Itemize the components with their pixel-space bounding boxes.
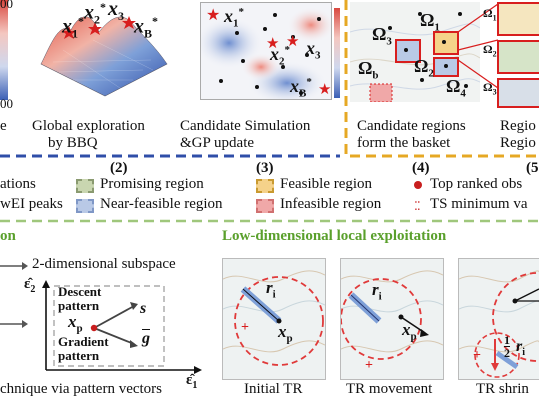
legend-number-4: (4) bbox=[412, 160, 430, 176]
left-section-title-fragment: on bbox=[0, 228, 16, 244]
local-exploitation-title: Low-dimensional local exploitation bbox=[222, 228, 447, 244]
candidate-label-x1: x1* bbox=[224, 6, 244, 30]
legend-label-near-feasible: Near-feasible region bbox=[100, 196, 223, 212]
axis-label-e1: ε̂1 bbox=[186, 372, 198, 391]
tr-shrink-fraction: 1 2 bbox=[504, 333, 510, 360]
surface-label-x3: x3 bbox=[108, 0, 124, 23]
tr-shrink-panel: + bbox=[458, 258, 539, 380]
subspace-label: 2-dimensional subspace bbox=[32, 256, 176, 272]
descent-pattern-line2: pattern bbox=[58, 298, 100, 313]
tr-shrink-caption: TR shrin bbox=[476, 381, 529, 397]
legend-number-3: (3) bbox=[256, 160, 274, 176]
svg-text:+: + bbox=[473, 348, 481, 363]
tr-movement-panel: + bbox=[340, 258, 444, 380]
zoom-label-omega2: Ω2 bbox=[483, 42, 497, 59]
panel3-caption-line2: form the basket bbox=[357, 135, 451, 151]
subspace-arrow bbox=[0, 262, 28, 270]
legend-icon-ts-minimum: ⁚⁚ bbox=[414, 199, 421, 213]
zoom-label-omega1: Ω1 bbox=[483, 6, 497, 23]
legend-separator bbox=[0, 219, 539, 223]
legend-number-5: (5 bbox=[526, 160, 539, 176]
axis-label-e2: ε̂2 bbox=[24, 276, 36, 295]
panel2-caption-line1: Candidate Simulation bbox=[180, 118, 311, 134]
legend-label-feasible: Feasible region bbox=[280, 176, 373, 192]
legend-number-2: (2) bbox=[110, 160, 128, 176]
tr-movement-radius-label: ri bbox=[372, 280, 382, 303]
legend-fragment-row1: ations bbox=[0, 176, 36, 192]
legend-swatch-near-feasible bbox=[76, 199, 94, 213]
region-label-omega2: Ω2 bbox=[414, 56, 434, 80]
candidate-star-xb: ★ bbox=[318, 82, 332, 98]
region-label-omega3: Ω3 bbox=[372, 24, 392, 48]
candidate-star-x1: ★ bbox=[206, 7, 221, 24]
gradient-pattern-line2: pattern bbox=[58, 348, 100, 363]
zoom-region-3 bbox=[497, 78, 539, 108]
left-colorbar-bottom-tick: 00 bbox=[0, 96, 13, 111]
legend-label-promising: Promising region bbox=[100, 176, 204, 192]
panel1-caption-line1: Global exploration bbox=[32, 118, 145, 134]
candidate-label-xb: xB* bbox=[290, 76, 312, 100]
candidate-star-x3: ★ bbox=[286, 34, 300, 50]
zoom-label-omega3: Ω3 bbox=[483, 80, 497, 97]
left-caption-fragment: e bbox=[0, 118, 7, 134]
svg-text:+: + bbox=[241, 320, 249, 335]
candidate-label-x3: x3 bbox=[306, 38, 321, 62]
tr-shrink-radius-label: ri bbox=[516, 338, 526, 359]
pattern-arrow bbox=[0, 320, 28, 328]
surface-label-x2: x2* bbox=[84, 0, 106, 27]
region-label-omega4: Ω4 bbox=[446, 76, 466, 100]
tr-initial-caption: Initial TR bbox=[244, 381, 303, 397]
panel3-caption-line1: Candidate regions bbox=[357, 118, 466, 134]
svg-text:+: + bbox=[365, 358, 373, 373]
legend-fragment-row2: wEI peaks bbox=[0, 196, 63, 212]
zoom-region-1 bbox=[497, 2, 539, 36]
legend-dot-top-ranked bbox=[414, 181, 422, 189]
panel2-caption-line2: &GP update bbox=[180, 135, 255, 151]
gradient-pattern-line1: Gradient bbox=[58, 334, 109, 349]
surface-label-xb: xB* bbox=[134, 14, 159, 41]
tr-movement-caption: TR movement bbox=[346, 381, 433, 397]
legend-swatch-feasible bbox=[256, 179, 274, 193]
panel1-caption-line2: by BBQ bbox=[48, 135, 98, 151]
stage-frames bbox=[0, 0, 539, 158]
global-exploration-surface bbox=[33, 0, 173, 112]
gradient-vector-label: g bbox=[142, 330, 150, 347]
current-point-label: xp bbox=[68, 312, 83, 335]
tr-movement-point-label: xp bbox=[402, 320, 417, 343]
candidate-label-x2: x2* bbox=[270, 44, 290, 68]
legend-label-infeasible: Infeasible region bbox=[280, 196, 382, 212]
tr-initial-point-label: xp bbox=[278, 322, 293, 345]
pattern-vector-diagram bbox=[38, 280, 206, 374]
legend-label-top-ranked: Top ranked obs bbox=[430, 176, 523, 192]
region-label-omega1: Ω1 bbox=[420, 10, 440, 34]
zoom-connector-lines bbox=[458, 3, 498, 89]
candidate-colorbar bbox=[334, 8, 340, 98]
candidate-simulation-map bbox=[200, 2, 332, 100]
region-label-omegab: Ωb bbox=[358, 58, 379, 82]
legend-swatch-infeasible bbox=[256, 199, 274, 213]
descent-vector-label: s bbox=[140, 300, 147, 317]
panel4-caption-line2: Regio bbox=[500, 135, 536, 151]
candidate-star-x2: ★ bbox=[266, 36, 280, 52]
left-colorbar-top-tick: 00 bbox=[0, 0, 13, 11]
surface-label-x1: x1* bbox=[62, 14, 84, 41]
panel4-caption-line1: Regio bbox=[500, 118, 536, 134]
tr-initial-radius-label: ri bbox=[266, 278, 276, 301]
candidate-regions-map bbox=[350, 2, 480, 102]
pattern-vector-caption: chnique via pattern vectors bbox=[0, 381, 163, 397]
descent-pattern-line1: Descent bbox=[58, 284, 102, 299]
left-colorbar bbox=[0, 0, 8, 100]
zoom-region-2 bbox=[497, 40, 539, 74]
tr-initial-panel: + bbox=[222, 258, 326, 380]
legend-swatch-promising bbox=[76, 179, 94, 193]
legend-label-ts-minimum: TS minimum va bbox=[430, 196, 528, 212]
